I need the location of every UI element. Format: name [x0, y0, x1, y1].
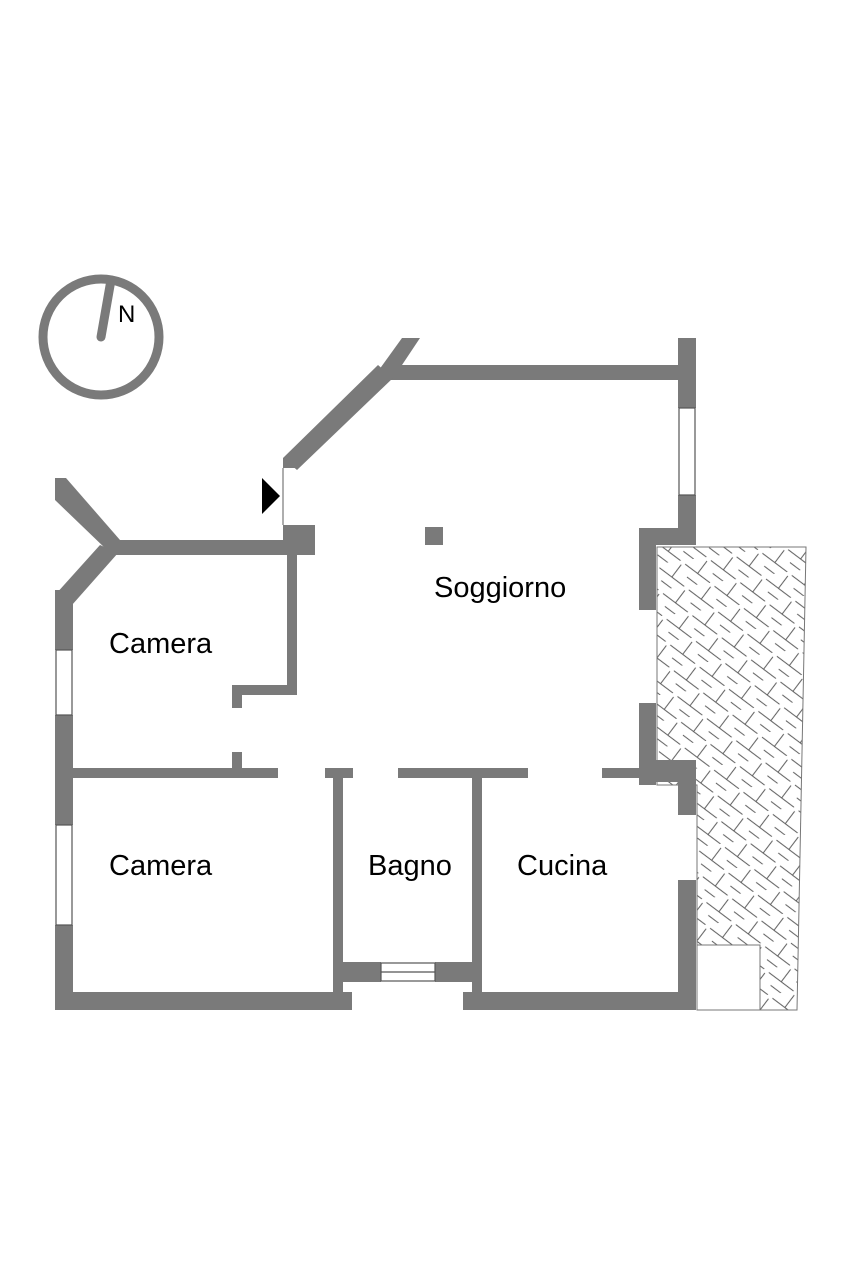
north-label: N	[118, 301, 135, 328]
windows	[55, 407, 696, 982]
room-label-camera-bottom: Camera	[109, 850, 213, 882]
walls	[55, 338, 696, 1010]
room-label-cucina: Cucina	[517, 850, 608, 882]
room-label-bagno: Bagno	[368, 850, 452, 882]
room-label-soggiorno: Soggiorno	[434, 572, 566, 604]
entrance-arrow-icon	[262, 478, 280, 514]
room-label-camera-top: Camera	[109, 628, 213, 660]
north-compass-icon: N	[38, 274, 164, 400]
terrace-area	[656, 546, 807, 1011]
